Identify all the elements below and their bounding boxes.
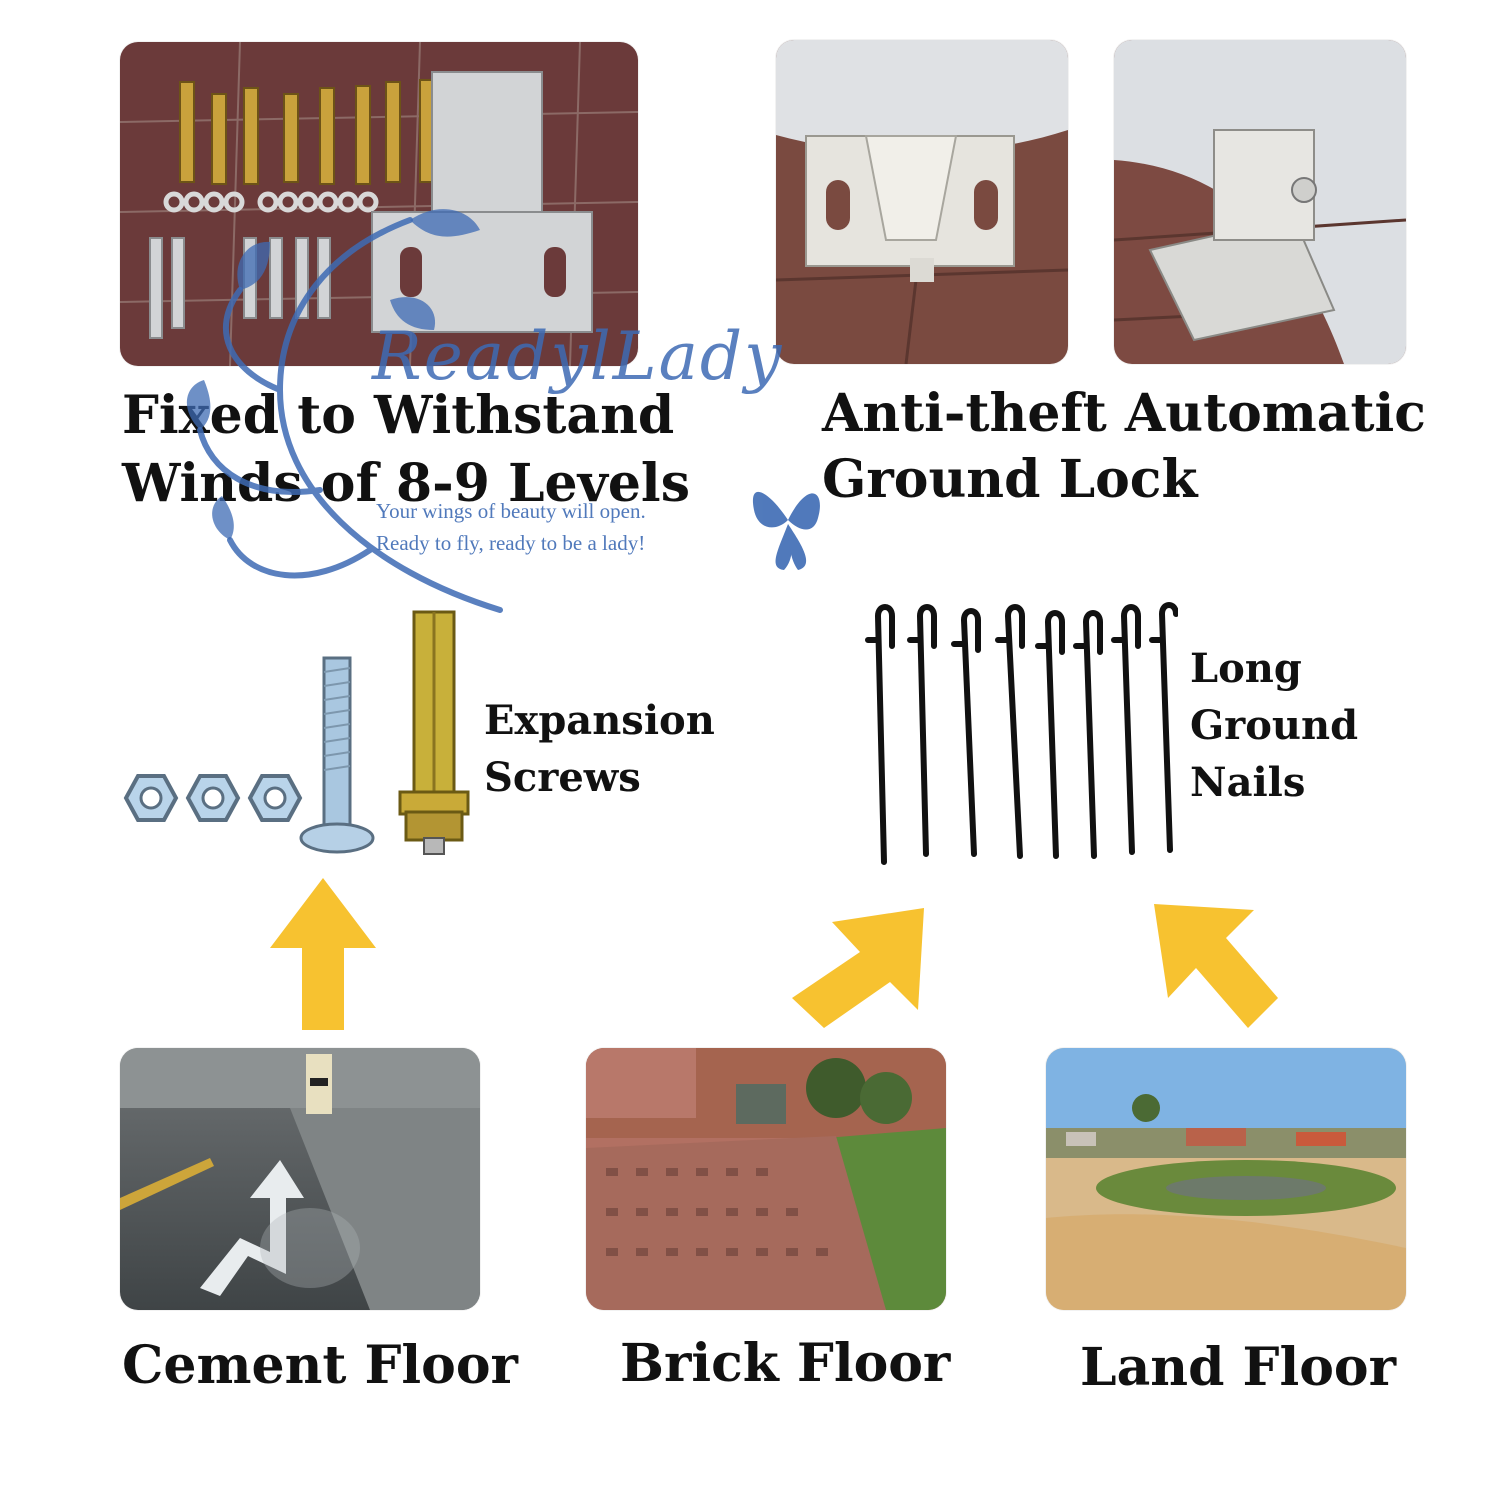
label-nails-line1: Long [1190, 645, 1302, 692]
watermark-tagline-line2: Ready to fly, ready to be a lady! [376, 531, 646, 555]
label-expansion-line1: Expansion [484, 697, 715, 744]
ground-lock-photo-front [776, 40, 1068, 364]
ground-nails-image [865, 602, 1178, 865]
expansion-screws-image [123, 610, 470, 855]
label-cement-floor: Cement Floor [122, 1335, 518, 1396]
label-expansion-line2: Screws [484, 754, 641, 801]
watermark-tagline-line1: Your wings of beauty will open. [376, 499, 646, 523]
label-nails-line3: Nails [1190, 759, 1306, 806]
label-nails-line2: Ground [1190, 702, 1359, 749]
heading-antitheft-line2: Ground Lock [822, 449, 1198, 510]
label-brick-floor: Brick Floor [620, 1333, 951, 1394]
arrow-up-right-icon [792, 908, 924, 1028]
arrow-up-left-icon [1154, 904, 1278, 1028]
heading-fixed-line1: Fixed to Withstand [122, 385, 675, 446]
cement-floor-photo [120, 1048, 480, 1310]
watermark-brand-name: ReadylLady [372, 318, 784, 395]
heading-antitheft-line1: Anti-theft Automatic [822, 383, 1426, 444]
brick-floor-photo [586, 1048, 946, 1310]
label-land-floor: Land Floor [1080, 1337, 1396, 1398]
arrow-up-icon [270, 878, 376, 1030]
hardware-kit-photo [120, 42, 638, 366]
butterfly-icon [752, 491, 820, 570]
watermark-floral-icon [186, 209, 503, 613]
ground-lock-photo-side [1114, 40, 1406, 364]
land-floor-photo [1046, 1048, 1406, 1310]
